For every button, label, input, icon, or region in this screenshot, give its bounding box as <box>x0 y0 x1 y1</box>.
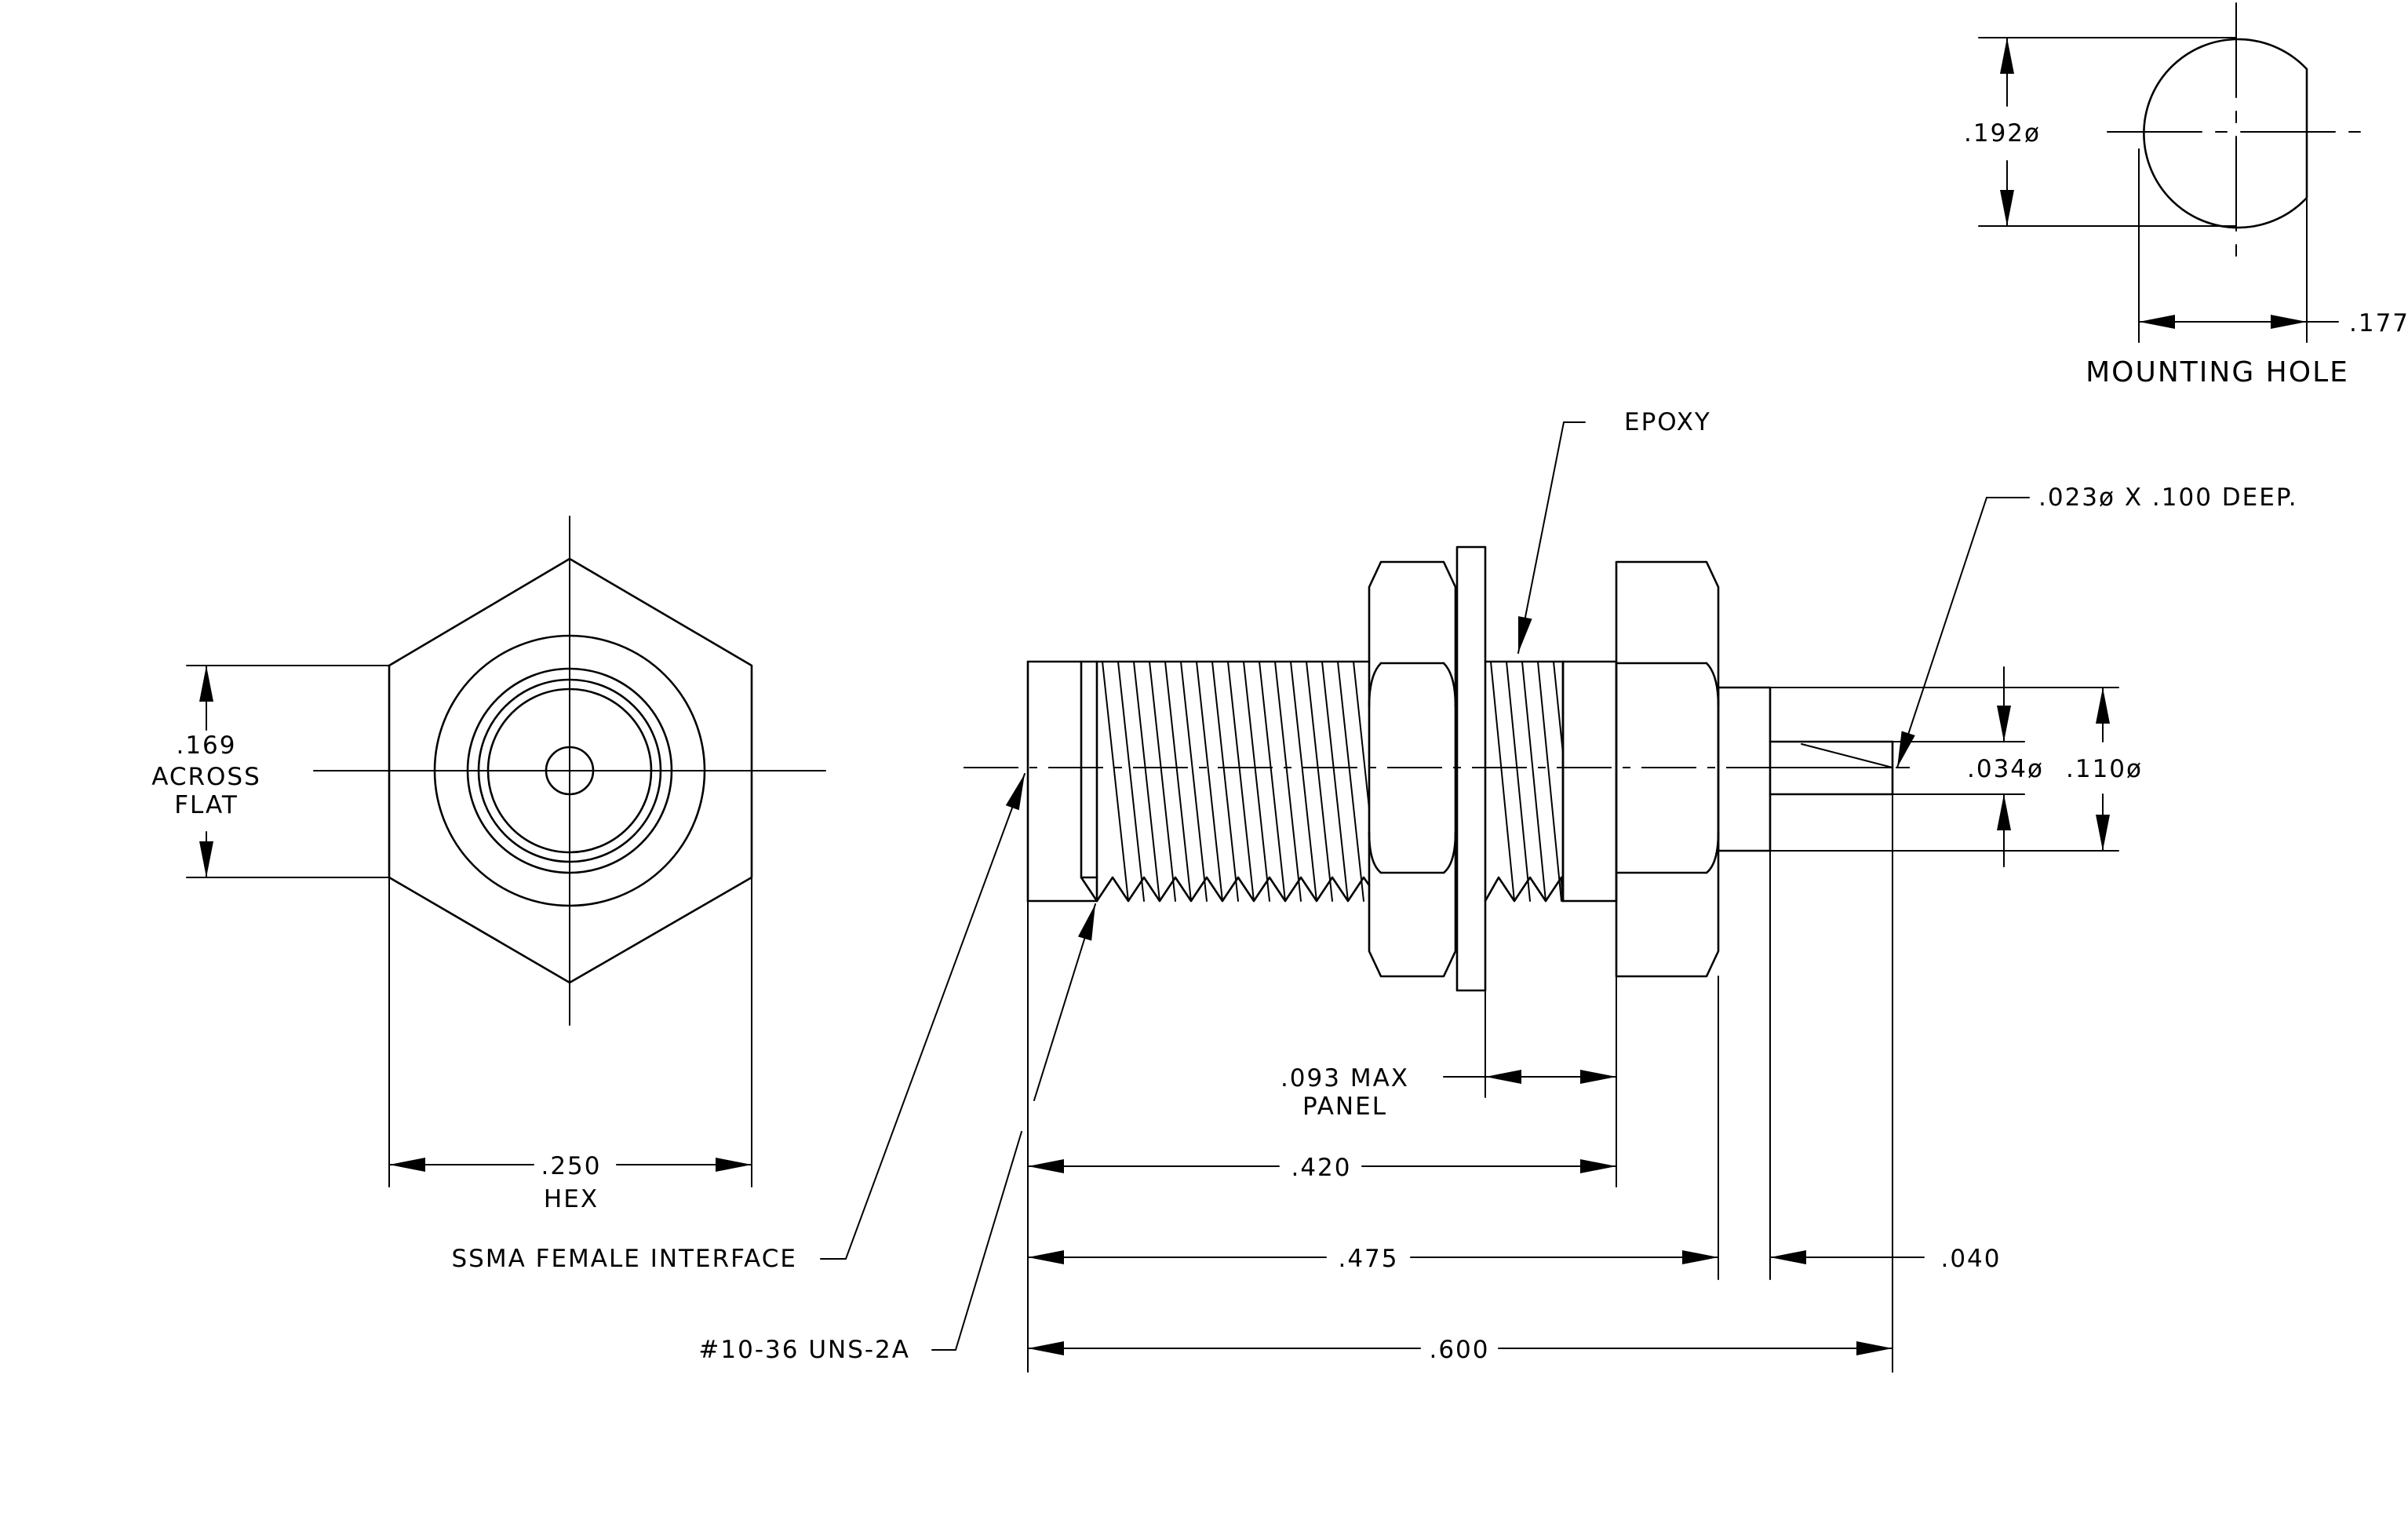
lock-washer <box>1455 545 1487 992</box>
len-475: .475 <box>1338 1245 1398 1273</box>
len-420: .420 <box>1291 1154 1351 1182</box>
mh-title: MOUNTING HOLE <box>2086 356 2349 388</box>
hex-height-line2: ACROSS <box>151 763 261 791</box>
body-dia: .110ø <box>2066 755 2143 783</box>
panel-sub: PANEL <box>1302 1092 1387 1121</box>
panel-value: .093 MAX <box>1281 1064 1409 1092</box>
side-view: .034ø .110ø EPOXY .023ø X .100 DEEP. .09… <box>451 408 2298 1373</box>
thread-label: #10-36 UNS-2A <box>698 1336 910 1364</box>
hex-width-sub: HEX <box>544 1185 599 1213</box>
ssma-label: SSMA FEMALE INTERFACE <box>451 1245 797 1273</box>
hole-callout: .023ø X .100 DEEP. <box>2038 483 2298 512</box>
mh-flat: .177 <box>2349 309 2408 337</box>
len-600: .600 <box>1429 1336 1489 1364</box>
hex-width-value: .250 <box>541 1152 601 1180</box>
hex-height-line3: FLAT <box>174 791 239 819</box>
mounting-hole-outline <box>2143 38 2308 229</box>
epoxy-label: EPOXY <box>1624 408 1711 436</box>
body-hex <box>1615 560 1720 978</box>
hex-nut <box>1368 560 1457 978</box>
thread-mid <box>1484 660 1618 903</box>
len-040: .040 <box>1940 1245 2001 1273</box>
mh-dia: .192ø <box>1964 119 2041 148</box>
hex-height-value: .169 <box>176 731 236 760</box>
mounting-hole-view: .192ø .177 MOUNTING HOLE <box>1964 2 2408 388</box>
pin-dia: .034ø <box>1967 755 2044 783</box>
thread-left <box>1095 660 1371 903</box>
end-view: .169 ACROSS FLAT .250 HEX <box>151 516 826 1213</box>
rear-collar <box>1717 686 1772 852</box>
